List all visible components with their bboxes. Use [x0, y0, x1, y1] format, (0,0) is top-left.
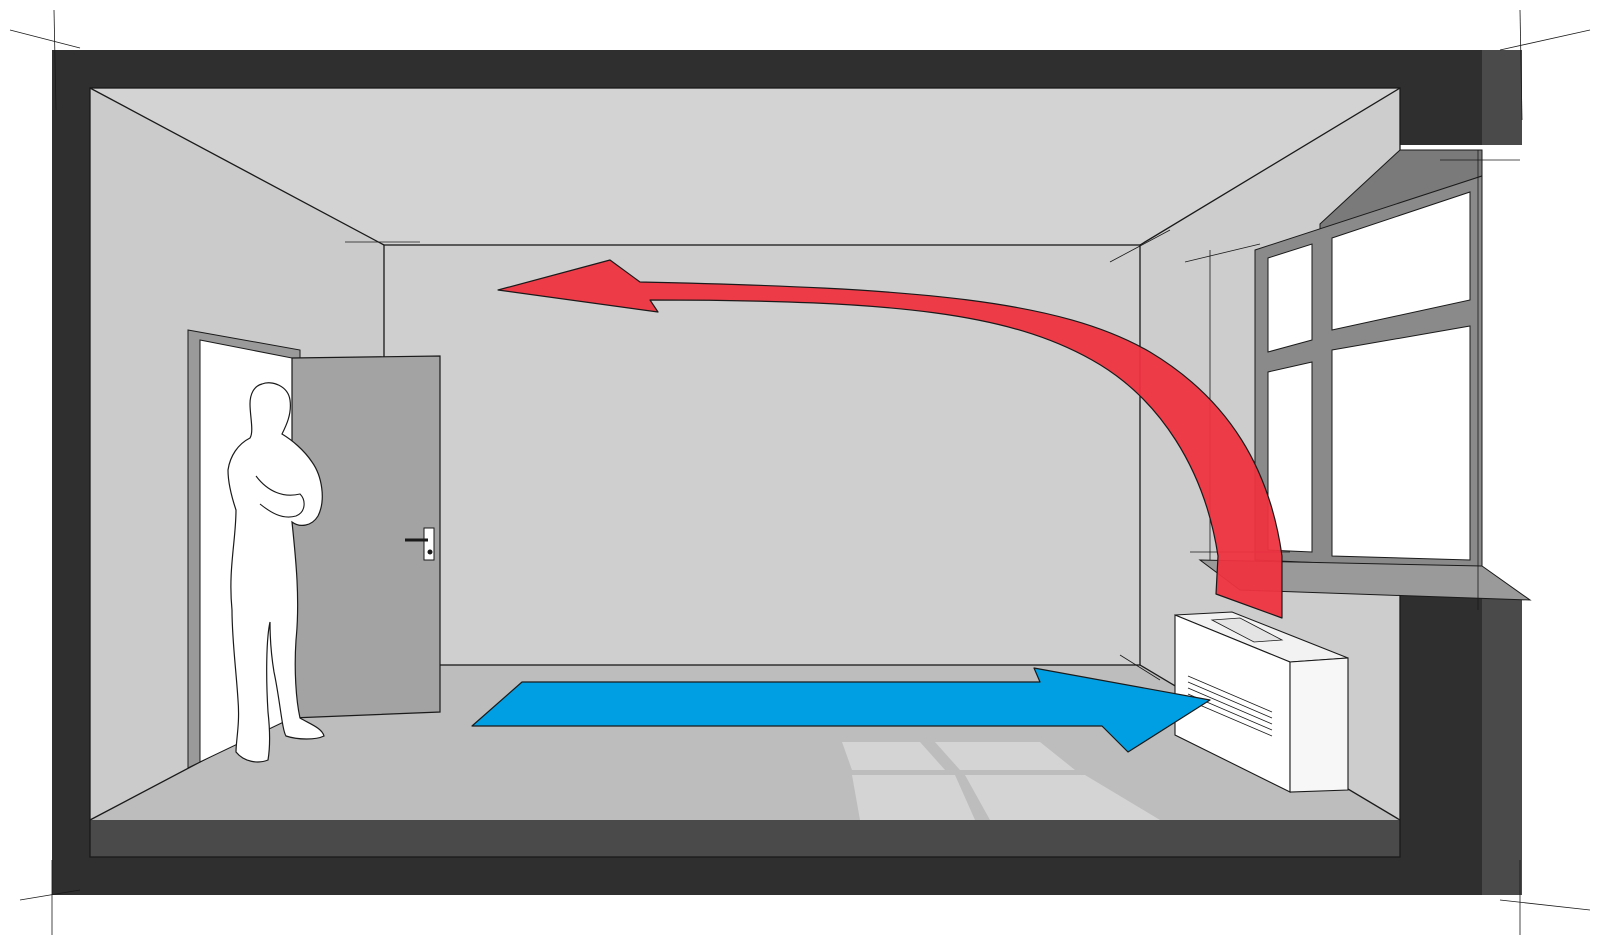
window-pane-lower-right: [1331, 325, 1471, 561]
window-pane-lower-left: [1267, 361, 1313, 553]
cl-7: [1499, 899, 1591, 911]
cl-4: [1499, 29, 1591, 51]
door: [187, 329, 441, 769]
grille-line-5: [1187, 699, 1273, 737]
door-leaf: [291, 355, 441, 719]
unit-side: [1289, 657, 1349, 793]
window-pane-upper-left: [1267, 243, 1313, 353]
cl-1: [9, 29, 81, 49]
window-pane-upper-right: [1331, 191, 1471, 331]
cl-10: [1109, 229, 1171, 263]
floor-slab-front: [90, 820, 1400, 857]
back-wall: [384, 245, 1140, 665]
person-arms: [255, 475, 305, 518]
cl-5: [19, 889, 81, 901]
cl-2: [53, 9, 57, 111]
blue-arrow-icon: [471, 667, 1211, 753]
grille-line-1: [1187, 675, 1273, 713]
door-handle-plate: [423, 527, 435, 561]
floor-light-patch-2: [935, 742, 1075, 770]
door-keyhole: [427, 549, 433, 555]
window-icon: [1184, 149, 1532, 610]
floor-light-patch-3: [852, 775, 975, 820]
fan-coil-unit-icon: [1174, 611, 1349, 793]
floor-light-patch-4: [965, 775, 1160, 820]
floor-light-patch-1: [842, 742, 945, 770]
grille-line-3: [1187, 687, 1273, 725]
ceiling: [90, 88, 1400, 245]
grille-line-2: [1187, 681, 1273, 719]
edge-ceiling-left: [89, 87, 385, 246]
unit-top-grille: [1210, 617, 1284, 643]
wcl-1: [1184, 243, 1261, 263]
cl-3: [1519, 9, 1523, 121]
cl-12: [1119, 654, 1161, 681]
person-body: [227, 382, 325, 763]
edge-ceiling-right: [1139, 87, 1401, 246]
person-silhouette-icon: [227, 382, 325, 763]
red-arrow-icon: [497, 259, 1283, 619]
